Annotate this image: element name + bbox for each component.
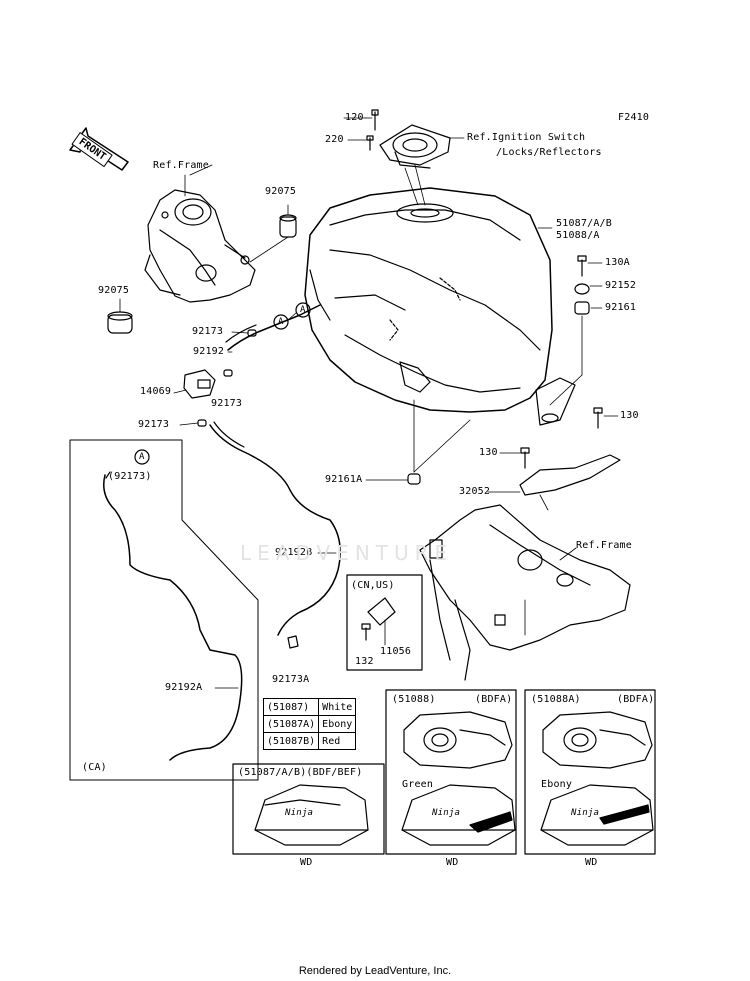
connector-marker-a xyxy=(134,302,311,465)
variant-51088-model: (BDFA) xyxy=(475,694,513,705)
label-92173-ca[interactable]: (92173) xyxy=(108,471,152,482)
wd-label-2: WD xyxy=(446,857,459,868)
label-92173a[interactable]: 92173A xyxy=(272,674,310,685)
hose-92192b xyxy=(209,421,341,636)
variant-box-51088 xyxy=(385,689,517,855)
valve-14069 xyxy=(183,369,216,399)
color-row: (51087B) Red xyxy=(262,732,357,750)
bolt-130-center xyxy=(520,447,530,469)
variant-51088-title: (51088) xyxy=(392,694,436,705)
label-92161a[interactable]: 92161A xyxy=(325,474,363,485)
bolt-130 xyxy=(593,407,603,429)
damper-92161a xyxy=(407,399,471,485)
damper-92161 xyxy=(549,301,590,406)
label-ref-ignition[interactable]: Ref.Ignition Switch xyxy=(467,132,586,143)
color-code: (51087B) xyxy=(262,732,320,750)
color-name: White xyxy=(318,698,357,716)
lower-frame xyxy=(419,504,631,681)
clamp-92173a xyxy=(287,635,299,649)
tank-side-view-51088 xyxy=(401,784,516,846)
label-92192b[interactable]: 92192B xyxy=(275,547,313,558)
connector-a-2: A xyxy=(300,305,306,315)
color-name: Red xyxy=(318,732,357,750)
bracket-32052 xyxy=(519,454,621,511)
decal-2: Ninja xyxy=(432,808,461,818)
variant-51088a-title: (51088A) xyxy=(531,694,581,705)
grommet-92075-b xyxy=(107,298,133,334)
variant-51088a-model: (BDFA) xyxy=(617,694,655,705)
grommet-92075 xyxy=(249,204,297,263)
label-14069[interactable]: 14069 xyxy=(140,386,172,397)
label-92173-2[interactable]: 92173 xyxy=(211,398,243,409)
diagram-id: F2410 xyxy=(618,112,650,123)
label-92192[interactable]: 92192 xyxy=(193,346,225,357)
label-92161[interactable]: 92161 xyxy=(605,302,637,313)
label-ca: (CA) xyxy=(82,762,107,773)
washer-92152 xyxy=(574,283,590,295)
variant-box-51088a xyxy=(524,689,656,855)
variant-box-51087 xyxy=(232,763,385,855)
tank-top-view-51088 xyxy=(403,711,513,769)
decal-3: Ninja xyxy=(571,808,600,818)
tank-side-view-51087 xyxy=(254,784,369,846)
ebony-label: Ebony xyxy=(541,779,573,790)
wd-label-1: WD xyxy=(300,857,313,868)
color-table: (51087) White (51087A) Ebony (51087B) Re… xyxy=(262,698,357,750)
color-row: (51087) White xyxy=(262,698,357,716)
screw-220 xyxy=(366,135,374,151)
label-ref-frame-bottom[interactable]: Ref.Frame xyxy=(576,540,632,551)
label-32052[interactable]: 32052 xyxy=(459,486,491,497)
label-220[interactable]: 220 xyxy=(325,134,344,145)
tank-side-view-51088a xyxy=(540,784,654,846)
clip-92173 xyxy=(197,329,257,427)
tank-top-view-51088a xyxy=(542,711,653,769)
label-92075-b[interactable]: 92075 xyxy=(98,285,130,296)
cn-us-box xyxy=(346,574,423,671)
label-51088[interactable]: 51088/A xyxy=(556,230,600,241)
connector-a-1: A xyxy=(278,317,284,327)
bolt-120 xyxy=(365,109,379,131)
color-code: (51087A) xyxy=(262,715,320,733)
color-name: Ebony xyxy=(318,715,357,733)
variant-51087-title: (51087/A/B)(BDF/BEF) xyxy=(238,767,363,778)
label-ref-frame-top[interactable]: Ref.Frame xyxy=(153,160,209,171)
green-label: Green xyxy=(402,779,434,790)
label-130a[interactable]: 130A xyxy=(605,257,630,268)
label-132[interactable]: 132 xyxy=(355,656,374,667)
label-130-right[interactable]: 130 xyxy=(620,410,639,421)
label-ref-ignition-2: /Locks/Reflectors xyxy=(496,147,602,158)
label-92152[interactable]: 92152 xyxy=(605,280,637,291)
label-92192a[interactable]: 92192A xyxy=(165,682,203,693)
wd-label-3: WD xyxy=(585,857,598,868)
frame-part xyxy=(144,174,256,303)
watermark: LEADVENTURE xyxy=(240,541,454,565)
label-120[interactable]: 120 xyxy=(345,112,364,123)
label-cn-us: (CN,US) xyxy=(351,580,395,591)
decal-1: Ninja xyxy=(285,808,314,818)
color-row: (51087A) Ebony xyxy=(262,715,357,733)
bolt-130a xyxy=(577,255,587,277)
label-51087[interactable]: 51087/A/B xyxy=(556,218,612,229)
label-130-center[interactable]: 130 xyxy=(479,447,498,458)
fuel-cap xyxy=(379,124,465,206)
label-92173-3[interactable]: 92173 xyxy=(138,419,170,430)
leader-lines xyxy=(173,117,619,689)
fuel-tank xyxy=(304,187,576,426)
label-11056[interactable]: 11056 xyxy=(380,646,412,657)
label-92075-a[interactable]: 92075 xyxy=(265,186,297,197)
color-code: (51087) xyxy=(262,698,320,716)
credit-footer: Rendered by LeadVenture, Inc. xyxy=(298,965,452,977)
hose-92192a xyxy=(103,471,243,761)
ca-region-outline xyxy=(69,439,259,781)
connector-a-3: A xyxy=(139,452,145,462)
label-92173-1[interactable]: 92173 xyxy=(192,326,224,337)
